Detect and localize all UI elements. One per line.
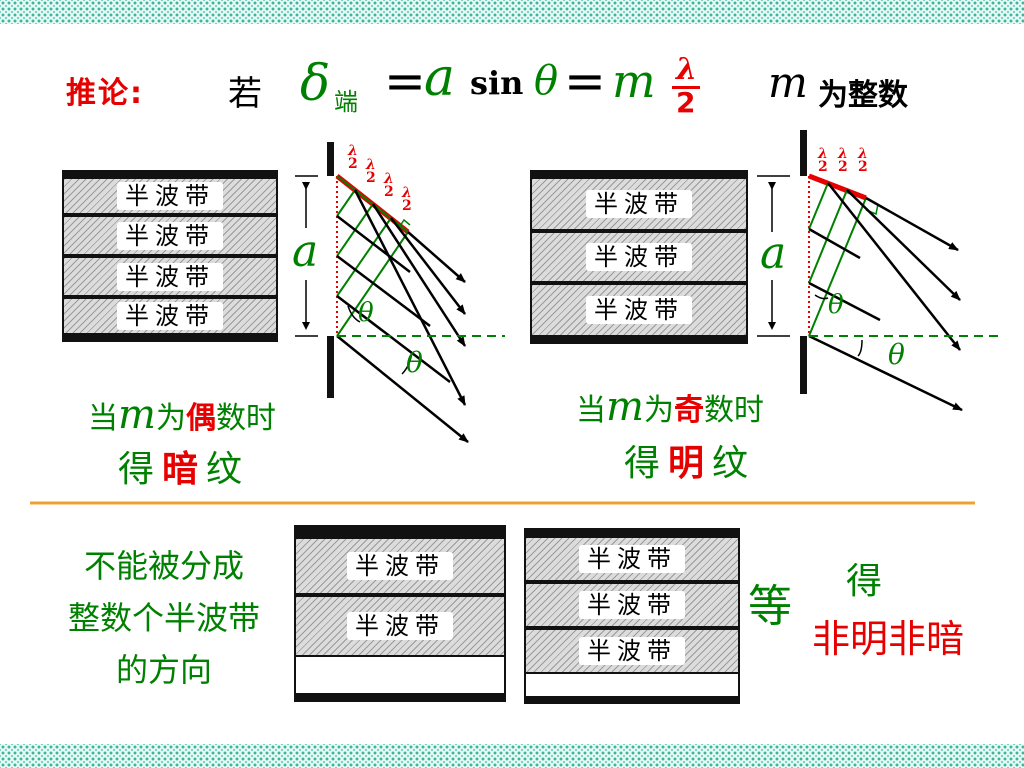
slit-width-a: a [424,48,456,108]
sin-function: sin [470,64,524,102]
half-wave-zone: 半波带 [62,215,278,256]
half-wave-zone: 半波带 [294,537,506,595]
half-wave-zone: 半波带 [524,536,740,582]
half-wave-zone: 半波带 [524,582,740,628]
half-wave-zone: 半波带 [294,595,506,657]
slit-b-bottom-bar [524,696,740,704]
slit-b-top-bar [524,528,740,536]
top-border-pattern [0,0,1024,24]
half-wave-zone: 半波带 [530,231,748,283]
half-wave-zone: 半波带 [524,628,740,674]
delta-symbol: δ [300,54,331,112]
right-condition-caption: 当m为奇数时 [576,384,764,430]
right-slit-bottom-bar [530,337,748,344]
integer-m: m [612,54,656,108]
partial-zone [294,657,506,693]
right-width-label: a [760,228,787,279]
neither-bright-nor-dark: 非明非暗 [812,617,965,661]
m-variable: m [768,58,808,107]
if-word: 若 [228,74,262,114]
slit-a-top-bar [294,525,506,537]
inference-label: 推论: [66,76,144,111]
half-wave-zone: 半波带 [530,177,748,231]
bottom-result-de: 得 [846,561,883,602]
bottom-note: 不能被分成 整数个半波带 的方向 [67,547,260,689]
right-theta-label-outer: θ [888,338,905,371]
equals-sign-2: = [564,52,606,110]
left-slit-top-bar [62,170,278,177]
integer-note: 为整数 [818,78,908,113]
lambda-numerator: λ [676,52,698,87]
left-slit-bottom-bar [62,335,278,342]
right-theta-label-inner: θ [828,290,844,320]
partial-zone [524,674,740,696]
left-diagram-geometry [295,142,505,443]
half-wave-zone: 半波带 [530,283,748,337]
left-result-caption: 得暗纹 [118,449,251,490]
equals-sign-1: = [384,52,426,110]
half-wave-zone: 半波带 [62,177,278,215]
half-wave-zone: 半波带 [62,256,278,297]
right-slit-top-bar [530,170,748,177]
left-theta-label-outer: θ [406,346,423,379]
theta-symbol: θ [534,58,559,104]
fraction-bar [672,86,700,89]
denominator-two: 2 [676,86,696,119]
etc-label: 等 [748,581,792,632]
left-theta-label-inner: θ [358,298,374,328]
right-diagram-geometry [757,130,1000,412]
half-wave-zone: 半波带 [62,297,278,335]
slit-a-bottom-bar [294,693,506,702]
right-result-caption: 得明纹 [624,443,757,484]
left-condition-caption: 当m为偶数时 [88,392,276,438]
bottom-border-pattern [0,744,1024,768]
left-width-label: a [292,226,319,277]
delta-subscript: 端 [334,88,358,116]
